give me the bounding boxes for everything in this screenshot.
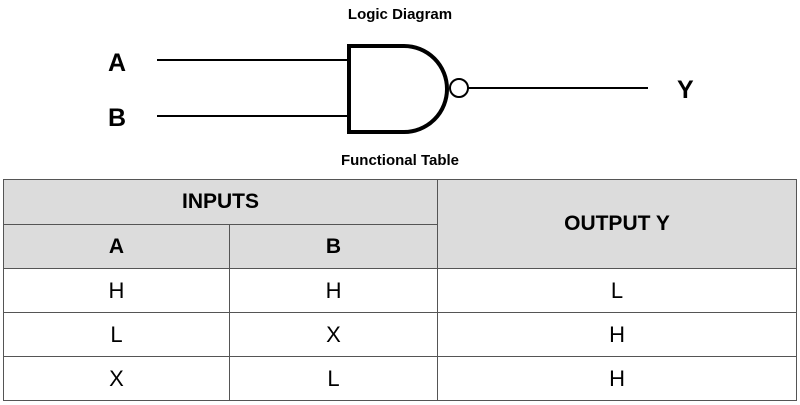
table-header-row: INPUTS OUTPUT Y [2,179,798,269]
input-a-label: A [108,49,126,77]
input-b-label: B [108,104,126,132]
table-row: X L H [3,356,798,401]
column-a-header: A [3,224,230,269]
table-subheader-row: A B [3,224,797,269]
cell-b: L [228,356,439,401]
cell-b: X [228,312,439,357]
diagram-title: Logic Diagram [347,6,453,23]
table-row: L X H [3,312,798,357]
output-y-label: Y [677,76,694,104]
cell-a: X [3,356,230,401]
output-header: OUTPUT Y [437,179,798,269]
cell-y: L [437,268,798,313]
inputs-header: INPUTS [2,179,439,225]
column-b-header: B [228,224,439,269]
function-table: INPUTS OUTPUT Y A B H H L L X H X L H [2,179,798,401]
logic-diagram: A B Y [108,44,694,134]
cell-y: H [437,312,798,357]
table-title: Functional Table [340,152,460,169]
cell-y: H [437,356,798,401]
inversion-bubble [449,78,469,98]
cell-b: H [228,268,439,313]
nand-gate-body [347,44,449,134]
cell-a: L [3,312,230,357]
table-row: H H L [3,268,798,313]
cell-a: H [3,268,230,313]
